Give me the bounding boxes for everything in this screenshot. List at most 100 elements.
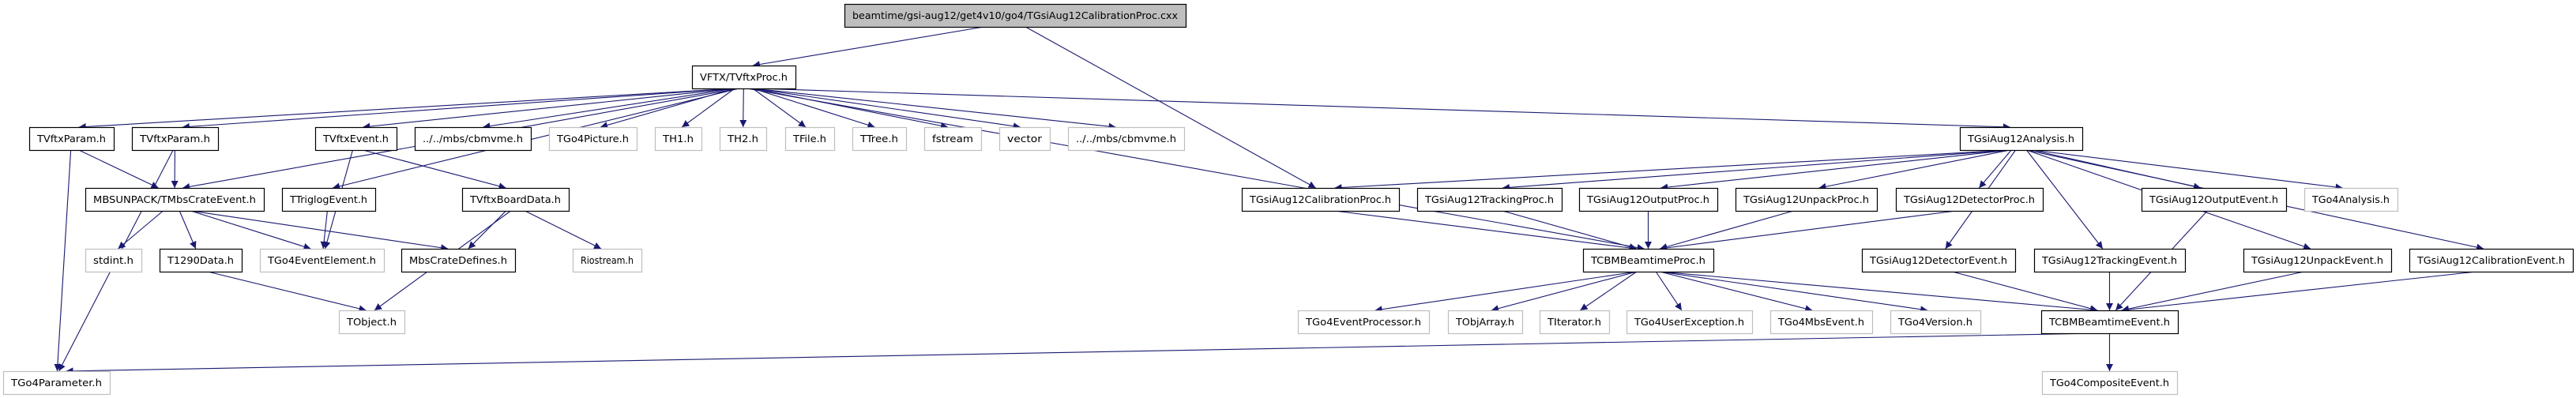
edge-vftxproc-to-analysis [752,88,2010,131]
node-label: stdint.h [93,254,134,266]
node-box [719,126,768,152]
edge-vftxproc-to-tfile [752,88,807,128]
node-box [998,126,1051,152]
node-box [844,3,1187,28]
node-label: ../../mbs/cbmvme.h [423,133,523,145]
node-box [548,126,638,152]
node-label: MbsCrateDefines.h [409,254,507,266]
node-go4analysis: TGo4Analysis.h [2303,187,2399,212]
node-box [1895,187,2044,212]
edge-vftxproc-to-cbmvme1 [483,88,735,130]
node-unpackevent[interactable]: TGsiAug12UnpackEvent.h [2243,248,2393,273]
node-label: TGsiAug12DetectorEvent.h [1869,254,2007,266]
edge-vftxparam1-to-mbscrate [78,149,159,189]
node-mbscrate[interactable]: MBSUNPACK/TMbsCrateEvent.h [85,187,265,212]
edge-vftxevent-to-boarddata [363,149,506,190]
edge-vftxproc-to-beamproc [746,88,1645,251]
node-label: TTriglogEvent.h [289,193,367,205]
edge-triglog-to-eventelement [320,210,328,250]
edge-calibproc-to-beamproc [1334,210,1637,252]
edge-root-to-calibproc [1025,26,1316,189]
node-vftxevent[interactable]: TVftxEvent.h [314,126,398,152]
node-box [572,248,643,273]
node-box [159,248,243,273]
edge-vftxproc-to-vftxevent [363,88,735,130]
node-box [1735,187,1878,212]
node-detevent[interactable]: TGsiAug12DetectorEvent.h [1861,248,2017,273]
node-box [1539,310,1611,335]
node-box [654,126,703,152]
node-riostream: Riostream.h [572,248,643,273]
node-label: TGsiAug12CalibrationProc.h [1249,193,1391,205]
edge-vftxproc-to-triglog [333,88,739,190]
node-label: TCBMBeamtimeProc.h [1590,254,1705,266]
node-mbsevent: TGo4MbsEvent.h [1769,310,1874,335]
node-outevent[interactable]: TGsiAug12OutputEvent.h [2141,187,2288,212]
node-unpackproc[interactable]: TGsiAug12UnpackProc.h [1735,187,1878,212]
node-triglog[interactable]: TTriglogEvent.h [281,187,377,212]
node-eventproc: TGo4EventProcessor.h [1297,310,1431,335]
node-label: TGo4Analysis.h [2311,193,2390,205]
edges [54,26,2484,375]
node-box [1447,310,1524,335]
node-label: TGsiAug12Analysis.h [1967,133,2074,145]
node-box [414,126,532,152]
node-label: TTree.h [859,133,898,145]
edge-vftxparam1-to-go4param [54,149,72,372]
node-label: TObject.h [346,316,397,328]
node-label: TGo4Version.h [1897,316,1972,328]
node-box [1582,248,1715,273]
node-label: TGsiAug12DetectorProc.h [1903,193,2035,205]
node-calibproc[interactable]: TGsiAug12CalibrationProc.h [1241,187,1401,212]
node-th2: TH2.h [719,126,768,152]
node-beamevent[interactable]: TCBMBeamtimeEvent.h [2040,310,2179,335]
node-objarray: TObjArray.h [1447,310,1524,335]
edge-detevent-to-beamevent [1952,271,2098,313]
node-label: VFTX/TVftxProc.h [700,71,788,83]
node-box [2,370,111,396]
node-label: TH2.h [727,133,758,145]
node-mbsdefines[interactable]: MbsCrateDefines.h [401,248,517,273]
node-box [401,248,517,273]
node-outproc[interactable]: TGsiAug12OutputProc.h [1578,187,1719,212]
node-trackevent[interactable]: TGsiAug12TrackingEvent.h [2033,248,2187,273]
node-label: TVftxParam.h [139,133,210,145]
node-box [2041,370,2179,396]
node-beamproc[interactable]: TCBMBeamtimeProc.h [1582,248,1715,273]
node-box [2243,248,2393,273]
edge-vftxproc-to-th2 [739,88,747,128]
node-analysis[interactable]: TGsiAug12Analysis.h [1959,126,2084,152]
node-box [1241,187,1401,212]
node-label: TGsiAug12TrackingEvent.h [2041,254,2177,266]
node-box [923,126,983,152]
node-detproc[interactable]: TGsiAug12DetectorProc.h [1895,187,2044,212]
node-label: TCBMBeamtimeEvent.h [2048,316,2170,328]
node-label: TGo4MbsEvent.h [1777,316,1864,328]
node-calibevent[interactable]: TGsiAug12CalibrationEvent.h [2409,248,2574,273]
node-vftxproc[interactable]: VFTX/TVftxProc.h [691,65,797,90]
node-root[interactable]: beamtime/gsi-aug12/get4v10/go4/TGsiAug12… [844,3,1187,28]
node-box [85,187,265,212]
node-vftxparam1[interactable]: TVftxParam.h [28,126,115,152]
node-trackproc[interactable]: TGsiAug12TrackingProc.h [1416,187,1563,212]
node-label: ../../mbs/cbmvme.h [1076,133,1176,145]
node-box [131,126,220,152]
edge-calibevent-to-beamevent [2121,271,2477,314]
edge-vftxproc-to-fstream [752,88,949,130]
node-label: beamtime/gsi-aug12/get4v10/go4/TGsiAug12… [852,9,1178,21]
node-box [1578,187,1719,212]
node-tfile: TFile.h [784,126,836,152]
node-t1290[interactable]: T1290Data.h [159,248,243,273]
node-label: TGsiAug12OutputProc.h [1586,193,1709,205]
node-cbmvme1[interactable]: ../../mbs/cbmvme.h [414,126,532,152]
edge-boarddata-to-riostream [525,210,602,250]
node-box [461,187,570,212]
node-box [2033,248,2187,273]
node-boarddata[interactable]: TVftxBoardData.h [461,187,570,212]
edge-vftxproc-to-cbmvme2 [752,88,1116,130]
edge-unpackevent-to-beamevent [2121,271,2304,313]
node-box [2303,187,2399,212]
node-box [2040,310,2179,335]
node-vftxparam2[interactable]: TVftxParam.h [131,126,220,152]
node-label: Riostream.h [581,254,634,266]
